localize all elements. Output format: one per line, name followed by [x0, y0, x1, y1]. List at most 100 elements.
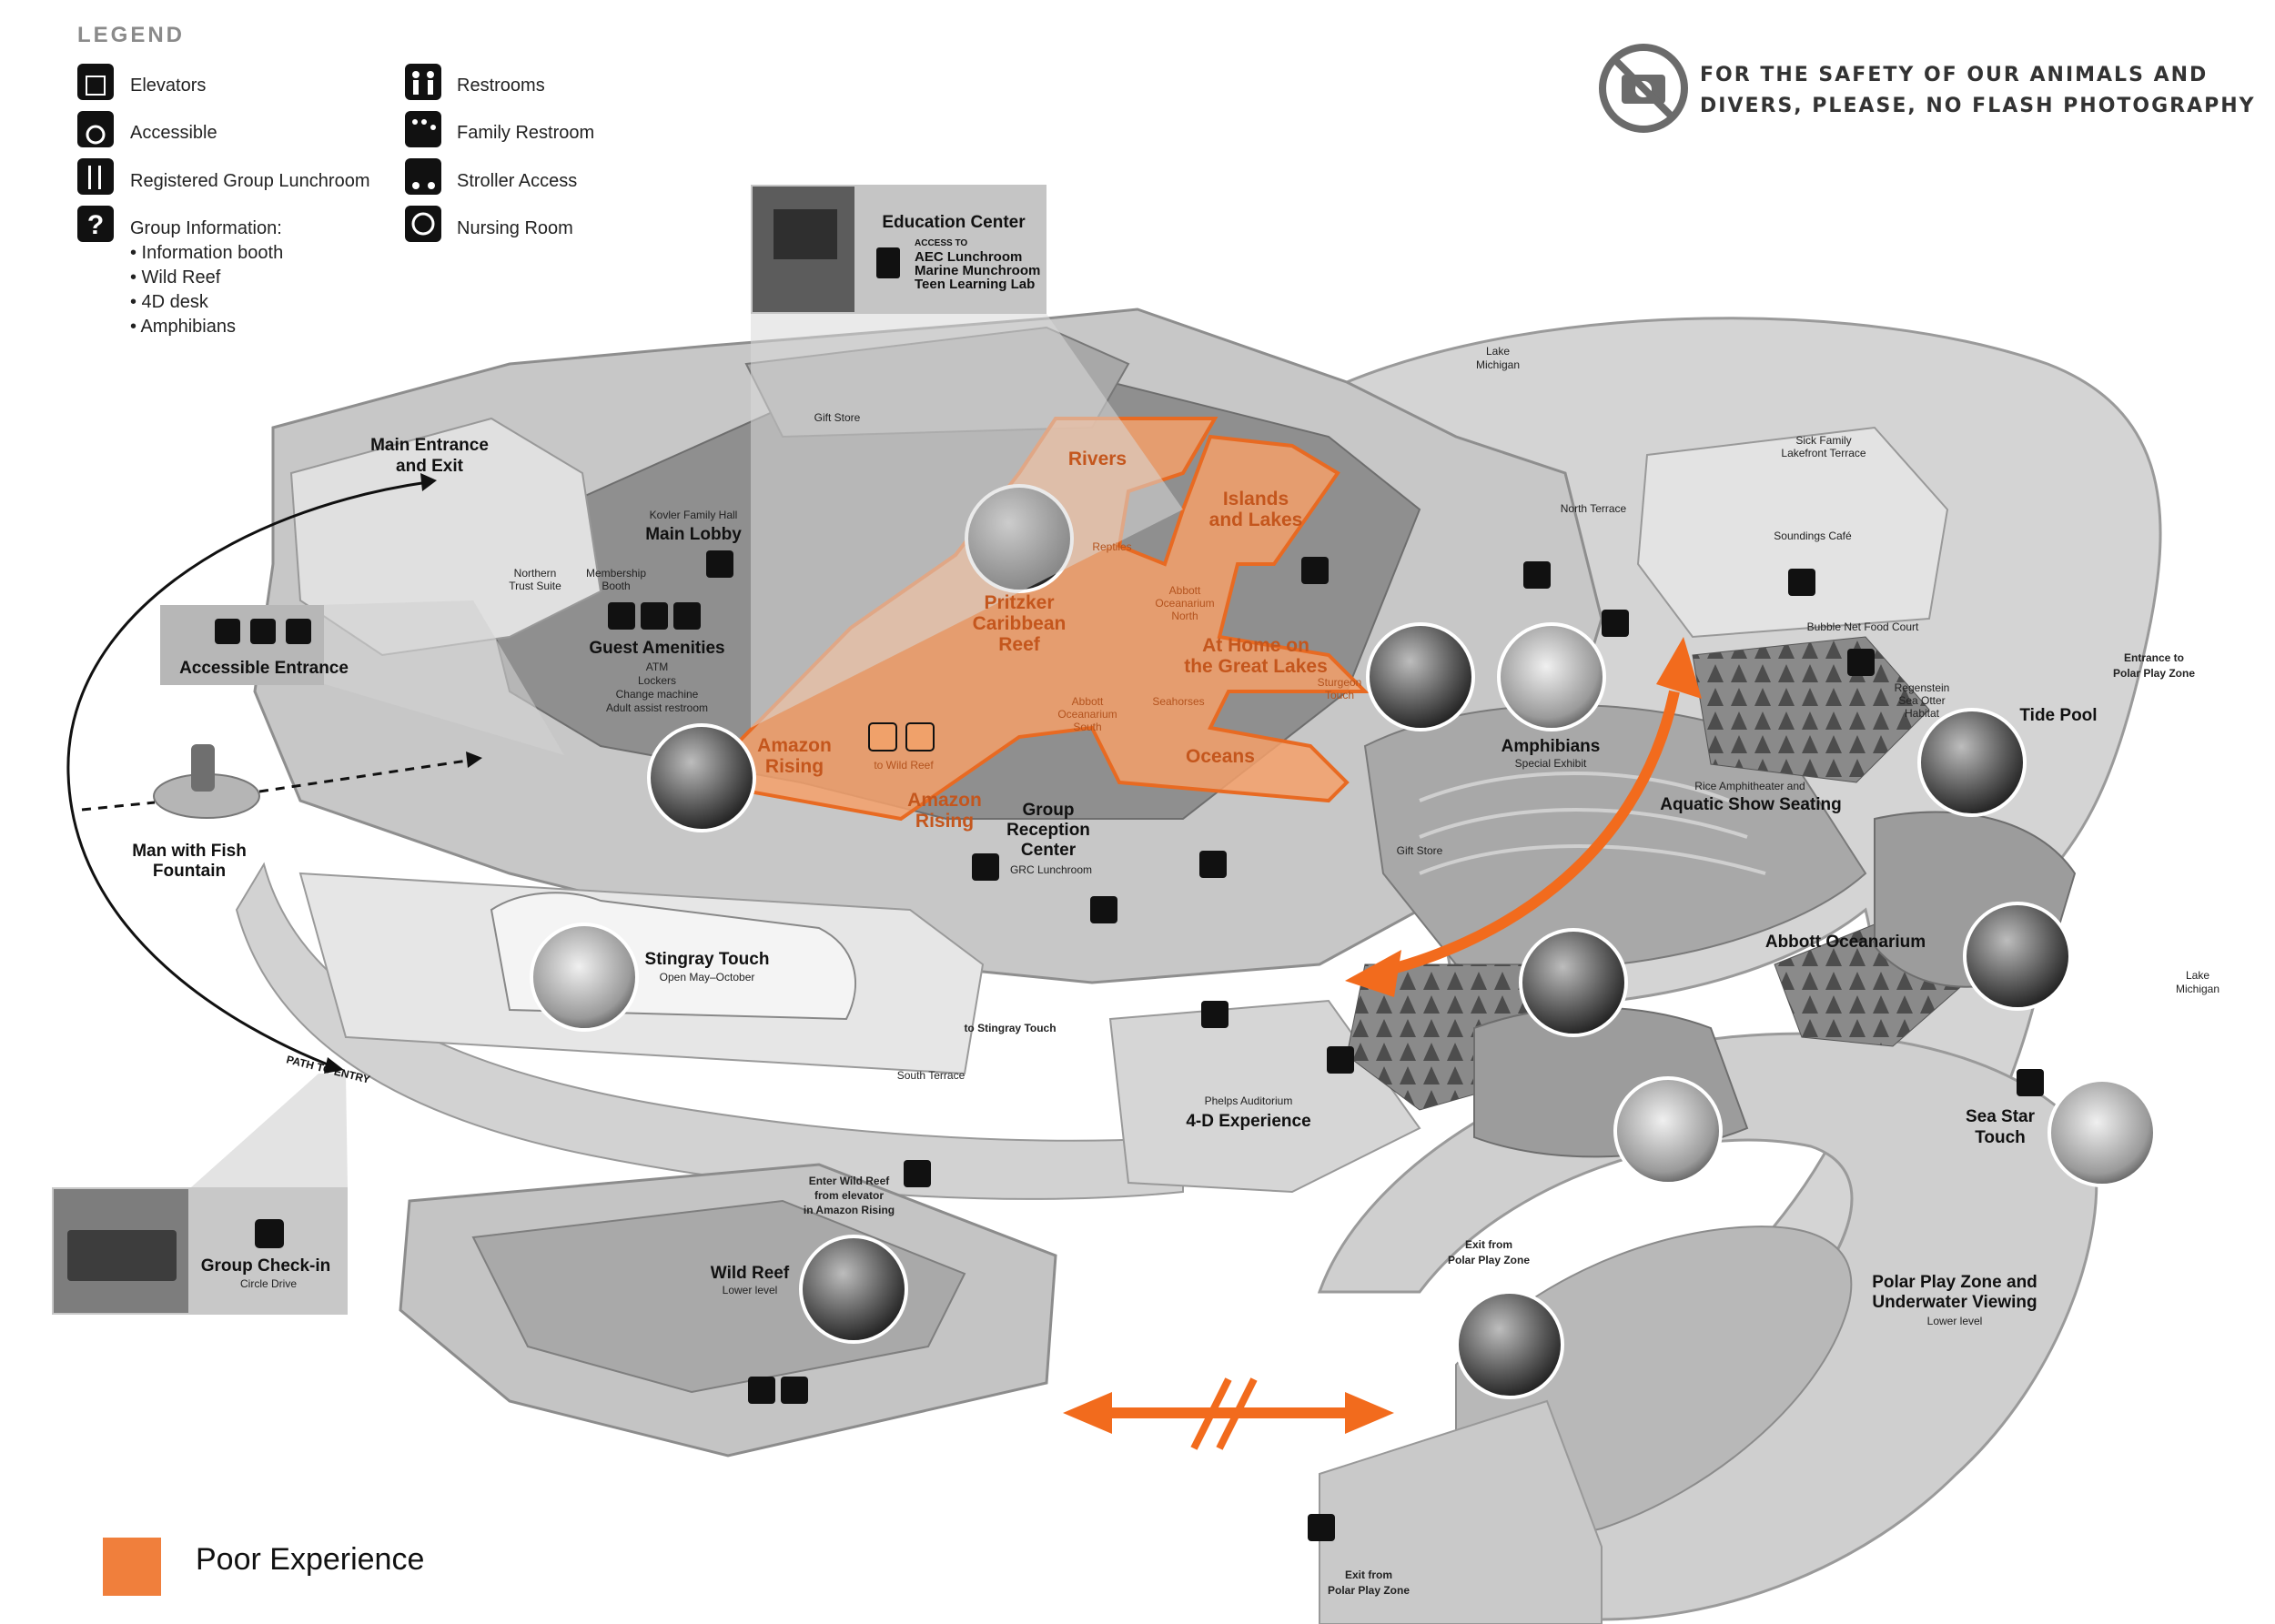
abbott-south-label: Abbott — [1072, 695, 1104, 708]
poor-experience-swatch — [103, 1538, 161, 1596]
sea-star-label: Sea Star — [1966, 1107, 2036, 1126]
sea-star-label: Touch — [1975, 1128, 2026, 1147]
reptiles-label: Reptiles — [1092, 540, 1131, 553]
phelps-label: Phelps Auditorium — [1205, 1094, 1293, 1107]
pritzker-label: Caribbean — [973, 613, 1067, 634]
photo-amazon-icon — [647, 723, 756, 832]
abbott-south-label: Oceanarium — [1057, 708, 1117, 721]
exit-polar-label: Exit from — [1465, 1238, 1512, 1251]
accessible-icon — [250, 619, 276, 644]
elevator-icon — [286, 619, 311, 644]
main-entrance-label: Main Entrance — [370, 436, 489, 455]
photo-beluga-icon — [1613, 1076, 1723, 1185]
stingray-sub: Open May–October — [660, 971, 755, 983]
stingray-label: Stingray Touch — [645, 950, 770, 969]
fountain-label: Man with Fish — [132, 842, 247, 861]
education-item: Teen Learning Lab — [915, 277, 1035, 292]
oceans-label: Oceans — [1186, 746, 1255, 767]
lake-michigan-label: Michigan — [1476, 358, 1520, 371]
gift-store-label-2: Gift Store — [1397, 844, 1443, 857]
elevator-icon — [1308, 1514, 1335, 1541]
group-checkin-sub: Circle Drive — [240, 1277, 297, 1290]
north-terrace-label: North Terrace — [1561, 502, 1627, 515]
northern-trust-label: Northern — [514, 567, 557, 580]
education-item: Marine Munchroom — [915, 263, 1040, 278]
legend-bullet: • Wild Reef — [130, 267, 221, 287]
elevator-icon — [868, 722, 897, 751]
amphibians-sub: Special Exhibit — [1515, 757, 1587, 770]
south-terrace-label: South Terrace — [897, 1069, 966, 1082]
regenstein-label: Regenstein — [1895, 681, 1950, 694]
nursing-icon — [405, 206, 441, 242]
regenstein-label: Sea Otter — [1898, 694, 1945, 707]
family-restroom-icon — [781, 1377, 808, 1404]
restroom-icon — [1090, 896, 1117, 923]
lunchroom-icon — [876, 247, 900, 278]
at-home-label: At Home on — [1202, 635, 1309, 656]
photo-otter-icon — [1917, 708, 2027, 817]
sturgeon-label: Touch — [1325, 689, 1354, 701]
restroom-icon — [748, 1377, 775, 1404]
safety-notice: FOR THE SAFETY OF OUR ANIMALS AND DIVERS… — [1700, 60, 2256, 122]
stroller-icon — [405, 158, 441, 195]
restroom-icon — [405, 64, 441, 100]
education-center-callout: Education Center ACCESS TO AEC Lunchroom… — [751, 185, 1183, 728]
question-icon — [905, 722, 935, 751]
exit-polar-label: Polar Play Zone — [1448, 1254, 1530, 1266]
group-checkin-callout: Group Check-in Circle Drive — [52, 1074, 348, 1315]
regenstein-label: Habitat — [1905, 707, 1940, 720]
no-flash-camera-icon — [1599, 44, 1688, 133]
aquatic-show-label: Aquatic Show Seating — [1660, 795, 1842, 814]
amazon-rising-label-2: Amazon — [907, 790, 982, 811]
amenity-label: Adult assist restroom — [606, 701, 708, 714]
map-labels: Main Entrance and Exit Gift Store Kovler… — [132, 345, 2219, 1597]
question-icon — [1201, 1001, 1228, 1028]
seahorses-label: Seahorses — [1152, 695, 1204, 708]
elevator-icon — [904, 1160, 931, 1187]
lake-michigan-label-2: Michigan — [2176, 983, 2219, 995]
photo-stingray-icon — [530, 923, 639, 1032]
elevator-icon — [1301, 557, 1329, 584]
kovler-label: Kovler Family Hall — [650, 509, 738, 521]
amenity-label: Lockers — [638, 674, 676, 687]
entrance-polar-label: Polar Play Zone — [2113, 667, 2195, 680]
photo-shark-icon — [799, 1235, 908, 1344]
four-d-label: 4-D Experience — [1186, 1112, 1310, 1131]
elevator-icon — [1199, 851, 1227, 878]
sturgeon-label: Sturgeon — [1318, 676, 1362, 689]
safety-line: DIVERS, PLEASE, NO FLASH PHOTOGRAPHY — [1700, 95, 2256, 117]
pritzker-label: Reef — [998, 634, 1041, 655]
legend-label: Group Information: — [130, 218, 282, 238]
nursing-icon — [673, 602, 701, 630]
grc-lunchroom-label: GRC Lunchroom — [1010, 863, 1092, 876]
education-item: AEC Lunchroom — [915, 249, 1022, 265]
accessible-icon — [77, 111, 114, 147]
elevator-icon — [1788, 569, 1815, 596]
fountain-label: Fountain — [153, 862, 226, 881]
islands-label: and Lakes — [1209, 509, 1303, 530]
membership-label: Membership — [586, 567, 646, 580]
education-access: ACCESS TO — [915, 238, 967, 248]
poor-experience-region — [694, 417, 1370, 822]
poor-experience-label: Poor Experience — [196, 1542, 425, 1577]
flow-arrows — [1063, 637, 1702, 1450]
soundings-label: Soundings Café — [1774, 530, 1852, 542]
northern-trust-label: Trust Suite — [509, 580, 561, 592]
main-entrance-label: and Exit — [396, 457, 464, 476]
amphibians-label: Amphibians — [1502, 737, 1601, 756]
accessible-entrance-callout: Accessible Entrance — [160, 600, 564, 755]
legend-title: LEGEND — [77, 23, 185, 47]
polar-play-label: Underwater Viewing — [1872, 1293, 2037, 1312]
legend-bullet: • Information booth — [130, 243, 283, 263]
abbott-north-label: Oceanarium — [1155, 597, 1214, 610]
legend-label: Stroller Access — [457, 171, 577, 191]
legend-bullet: • 4D desk — [130, 292, 209, 312]
photo-frog-icon — [1497, 622, 1606, 731]
guest-amenities-label: Guest Amenities — [589, 639, 724, 658]
abbott-south-label: South — [1073, 721, 1101, 733]
lake-michigan-label-2: Lake — [2186, 969, 2209, 982]
safety-line: FOR THE SAFETY OF OUR ANIMALS AND — [1700, 64, 2209, 86]
restroom-icon — [608, 602, 635, 630]
lake-michigan-label: Lake — [1486, 345, 1510, 358]
